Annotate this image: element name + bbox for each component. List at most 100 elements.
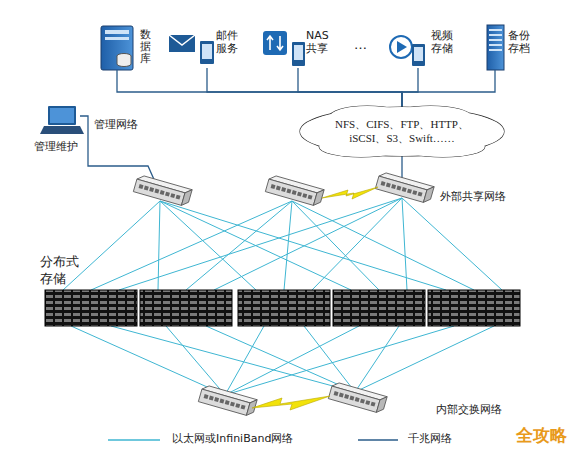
lightning-bolt xyxy=(252,396,330,410)
switch-port xyxy=(339,393,344,398)
switch-port xyxy=(271,184,276,189)
nas-icon xyxy=(263,31,305,66)
ethernet-link xyxy=(304,326,355,392)
switch-port xyxy=(214,397,219,402)
switch-port xyxy=(204,394,209,399)
switch-front xyxy=(198,389,250,415)
legend-text: 以太网或InfiniBand网络 xyxy=(172,433,293,446)
switch-port xyxy=(349,396,354,401)
service-node: 邮件服务 xyxy=(168,28,241,68)
switch-port xyxy=(334,391,339,396)
switch-port xyxy=(286,189,291,194)
backup-server-icon xyxy=(487,25,504,70)
ethernet-link xyxy=(355,326,494,392)
bus-connector xyxy=(402,70,495,107)
switch-port xyxy=(381,181,386,186)
switch-port xyxy=(355,397,360,402)
switch-port xyxy=(241,405,246,410)
network-switch xyxy=(198,384,257,417)
bus-connector xyxy=(207,68,402,107)
cloud-outline xyxy=(300,107,504,156)
laptop-icon xyxy=(40,106,84,134)
switch-port xyxy=(412,190,417,195)
switch-port xyxy=(302,193,307,198)
switch-port xyxy=(235,403,240,408)
switch-side xyxy=(376,395,387,414)
switch-port xyxy=(418,192,423,197)
ethernet-link xyxy=(91,201,292,290)
legend-text: 千兆网络 xyxy=(408,433,452,446)
ethernet-link xyxy=(63,201,160,290)
protocol-cloud: NFS、CIFS、FTP、HTTP、 iSCSI、S3、Swift…… xyxy=(300,106,504,157)
network-switch xyxy=(265,174,324,207)
switch-front xyxy=(328,386,380,412)
switch-port xyxy=(365,400,370,405)
switch-port xyxy=(308,195,313,200)
switch-port xyxy=(154,189,159,194)
switch-front xyxy=(375,176,427,202)
service-label: 视频存储 xyxy=(431,30,454,55)
switch-port xyxy=(176,195,181,200)
switch-port xyxy=(139,184,144,189)
bus-connector xyxy=(117,70,402,107)
service-label: 邮件服务 xyxy=(216,30,239,55)
device-label: 管理维护 xyxy=(34,141,78,154)
database-icon xyxy=(101,26,133,70)
switch-port xyxy=(344,394,349,399)
storage-racks xyxy=(45,290,520,326)
ethernet-link xyxy=(186,201,292,290)
network-switch xyxy=(133,174,192,207)
ethernet-link xyxy=(292,201,474,290)
service-label: NAS共享 xyxy=(306,30,335,55)
switch-side xyxy=(181,188,192,207)
switch-front xyxy=(133,179,185,205)
switch-front xyxy=(265,179,317,205)
protocol-list: NFS、CIFS、FTP、HTTP、 iSCSI、S3、Swift…… xyxy=(327,117,477,146)
network-switch xyxy=(328,381,387,414)
cloud-fill xyxy=(300,107,504,156)
switch-port xyxy=(209,396,214,401)
region-label: 分布式存储 xyxy=(40,254,80,288)
network-label: 管理网络 xyxy=(94,119,138,132)
legend-swatch xyxy=(108,439,160,440)
switch-port xyxy=(276,186,281,191)
ethernet-link xyxy=(111,326,355,392)
switch-port xyxy=(225,400,230,405)
switch-port xyxy=(149,187,154,192)
ethernet-link xyxy=(402,198,502,290)
switch-side xyxy=(423,185,434,204)
cloud-shape xyxy=(300,106,504,157)
network-switch xyxy=(375,171,434,204)
bus-connector xyxy=(298,68,402,107)
bus-connector xyxy=(402,68,418,107)
switch-port xyxy=(371,402,376,407)
switch-port xyxy=(160,190,165,195)
switch-port xyxy=(391,184,396,189)
service-label: 数据库 xyxy=(140,29,151,65)
switch-port xyxy=(402,187,407,192)
ethernet-link xyxy=(214,198,402,290)
watermark: 全攻略 xyxy=(516,426,567,446)
ethernet-link xyxy=(166,326,225,395)
switch-port xyxy=(219,399,224,404)
ellipsis: … xyxy=(354,38,367,53)
mail-icon xyxy=(169,35,214,64)
ethernet-link xyxy=(284,201,292,290)
network-label: 内部交换网络 xyxy=(436,404,502,417)
service-node: 数据库 xyxy=(100,24,153,70)
switch-port xyxy=(396,186,401,191)
switch-port xyxy=(297,192,302,197)
network-label: 外部共享网络 xyxy=(440,191,506,204)
switch-port xyxy=(144,186,149,191)
switch-port xyxy=(360,399,365,404)
switch-port xyxy=(407,189,412,194)
switches xyxy=(133,171,434,417)
service-label: 备份存档 xyxy=(508,30,531,55)
switch-port xyxy=(165,192,170,197)
switch-port xyxy=(281,187,286,192)
service-node: 备份存档 xyxy=(486,24,533,70)
switch-port xyxy=(170,193,175,198)
